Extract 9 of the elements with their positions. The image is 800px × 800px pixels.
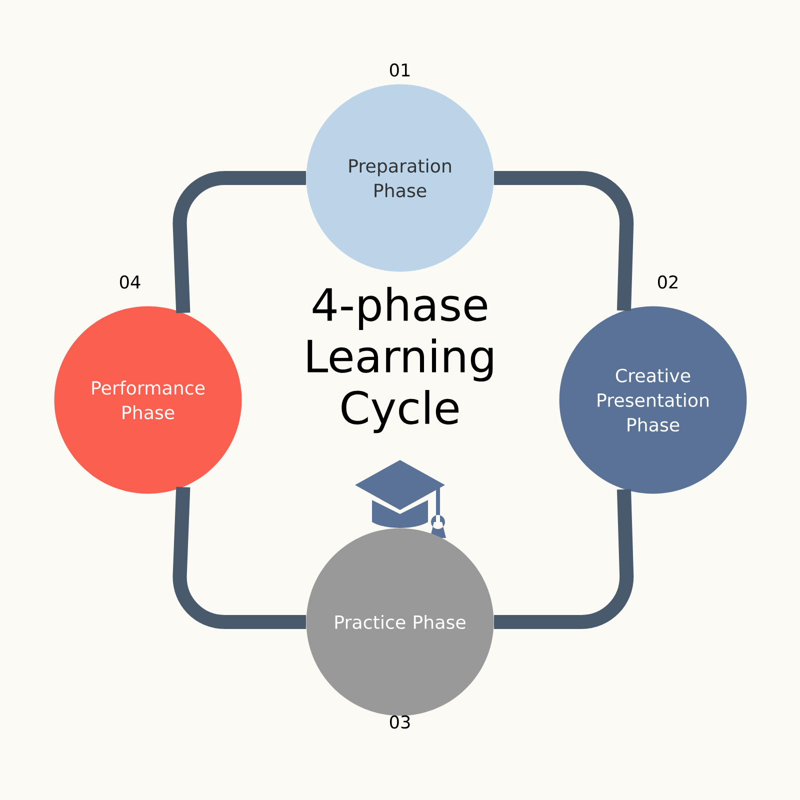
cycle-line <box>172 486 306 630</box>
cycle-line <box>494 170 634 311</box>
step-number: 03 <box>390 715 410 729</box>
step-number: 04 <box>120 275 140 289</box>
step-number: 01 <box>390 63 410 77</box>
step-number: 02 <box>658 275 678 289</box>
cycle-line <box>494 489 634 630</box>
diagram-title: 4-phase Learning Cycle <box>308 286 493 434</box>
cycle-line <box>172 170 306 314</box>
